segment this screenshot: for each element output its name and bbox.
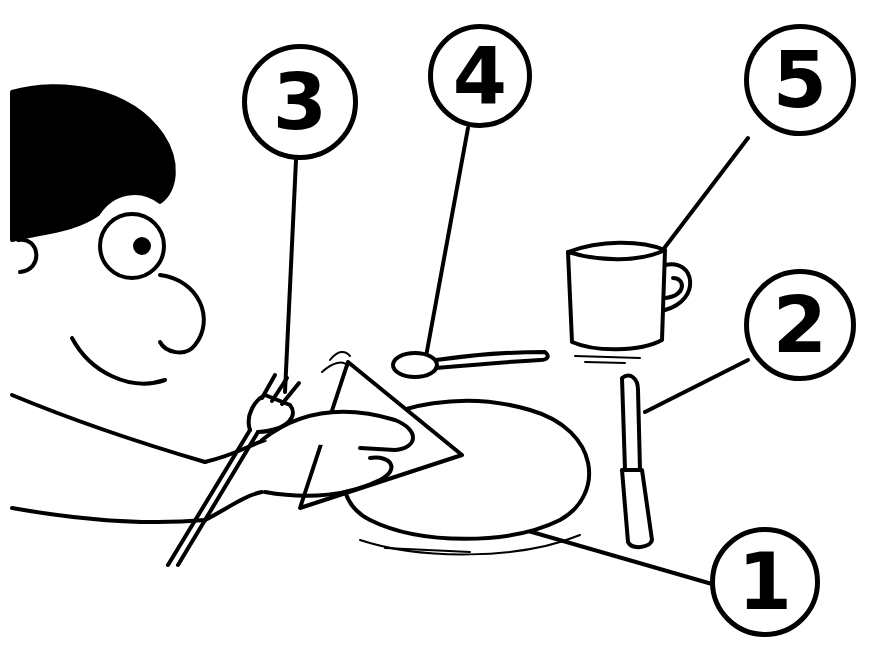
leader-lines — [285, 128, 748, 584]
callout-number: 2 — [773, 286, 827, 364]
knife — [622, 376, 652, 547]
callout-number: 4 — [453, 37, 507, 115]
callout-circle: 4 — [428, 24, 532, 128]
callout-number: 5 — [773, 41, 827, 119]
person — [12, 86, 265, 522]
spoon — [393, 352, 548, 377]
callout-number: 1 — [738, 543, 792, 621]
callout-circle: 5 — [744, 24, 856, 136]
callout-circle: 3 — [242, 44, 358, 160]
callout-circle: 1 — [710, 527, 820, 637]
hand-with-napkin — [262, 352, 462, 508]
callout-circle: 2 — [744, 269, 856, 381]
cup — [568, 243, 690, 363]
fork — [168, 375, 299, 565]
callout-number: 3 — [273, 63, 327, 141]
